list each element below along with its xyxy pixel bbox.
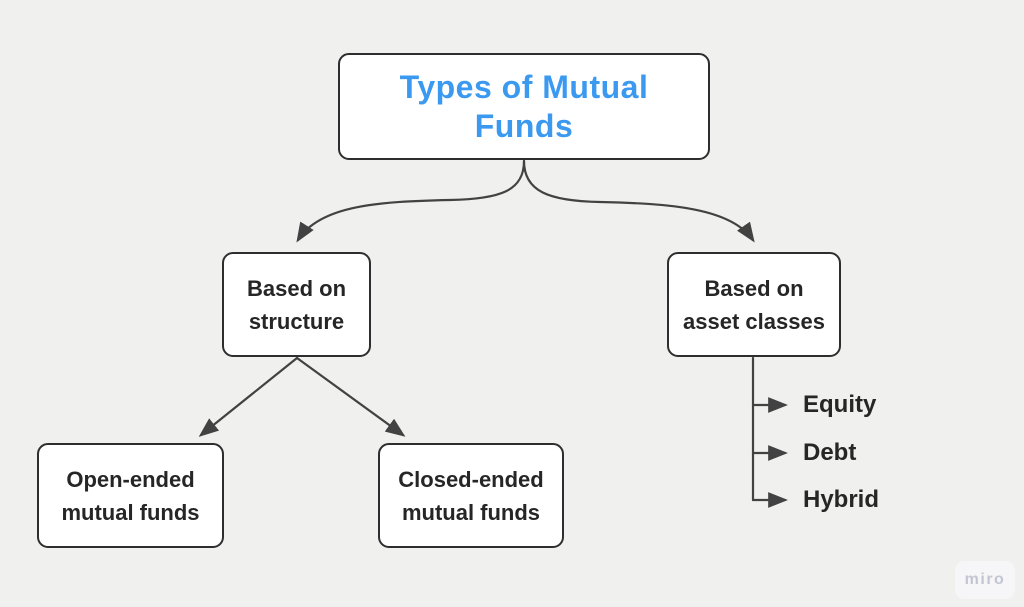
leaf-label-equity[interactable]: Equity	[803, 391, 877, 418]
node-closed-ended-mutual-funds[interactable]: Closed-ended mutual funds	[378, 443, 564, 548]
miro-watermark-badge[interactable]: miro	[955, 561, 1015, 599]
leaf-label-debt[interactable]: Debt	[803, 439, 857, 466]
child-node-label: Open-ended mutual funds	[61, 466, 200, 525]
child-node-label: Closed-ended mutual funds	[398, 466, 544, 525]
connector-structure-to-open-ended	[198, 356, 299, 437]
connector-root-to-structure	[296, 159, 526, 243]
root-node-label: Types of Mutual Funds	[399, 69, 649, 144]
branch-node-label: Based on structure	[246, 275, 347, 334]
branch-node-label: Based on asset classes	[683, 275, 825, 334]
connector-root-to-asset-classes	[522, 159, 755, 243]
node-open-ended-mutual-funds[interactable]: Open-ended mutual funds	[37, 443, 224, 548]
leaf-label-hybrid[interactable]: Hybrid	[803, 486, 880, 513]
node-based-on-asset-classes[interactable]: Based on asset classes	[667, 252, 841, 357]
node-types-of-mutual-funds[interactable]: Types of Mutual Funds	[338, 53, 710, 160]
connector-structure-to-closed-ended	[295, 356, 406, 437]
node-based-on-structure[interactable]: Based on structure	[222, 252, 371, 357]
